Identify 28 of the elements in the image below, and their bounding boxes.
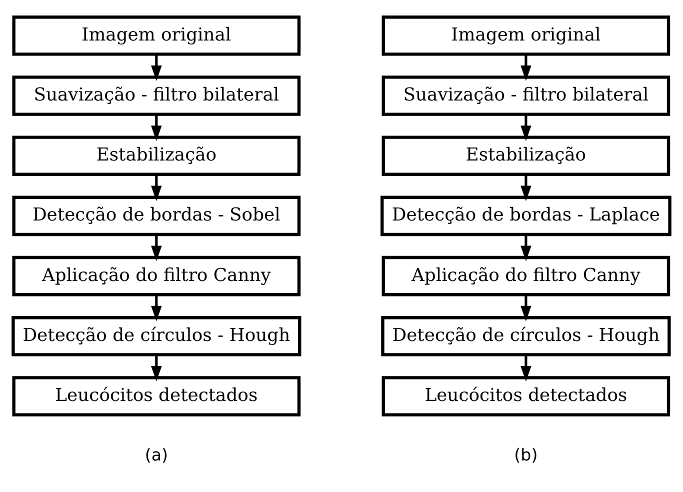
arrow	[520, 294, 532, 322]
arrow	[151, 54, 162, 81]
label: (b)	[514, 446, 538, 465]
node-box: Leucócitos detectados	[382, 376, 670, 416]
label: (a)	[144, 446, 168, 465]
arrow	[520, 174, 532, 202]
node-box: Suavização - filtro bilateral	[12, 76, 301, 116]
arrow	[520, 54, 532, 81]
node-box: Detecção de bordas - Sobel	[12, 196, 301, 236]
node-box: Imagem original	[382, 16, 670, 56]
arrow	[520, 234, 532, 262]
arrow	[151, 114, 162, 141]
arrow	[520, 114, 532, 141]
arrow	[520, 355, 532, 382]
node-box: Estabilização	[12, 136, 301, 176]
node-box: Detecção de círculos - Hough	[381, 316, 671, 356]
node-box: Aplicação do filtro Canny	[12, 256, 301, 296]
arrow	[151, 174, 162, 202]
node-box: Imagem original	[12, 16, 301, 56]
node-box: Leucócitos detectados	[12, 376, 301, 416]
node-box: Detecção de bordas - Laplace	[380, 196, 672, 236]
node-box: Aplicação do filtro Canny	[382, 256, 670, 296]
arrow	[151, 355, 162, 382]
arrow	[151, 294, 162, 322]
node-box: Estabilização	[382, 136, 670, 176]
node-box: Detecção de círculos - Hough	[12, 316, 302, 356]
node-box: Suavização - filtro bilateral	[382, 76, 670, 116]
arrow	[151, 234, 162, 262]
